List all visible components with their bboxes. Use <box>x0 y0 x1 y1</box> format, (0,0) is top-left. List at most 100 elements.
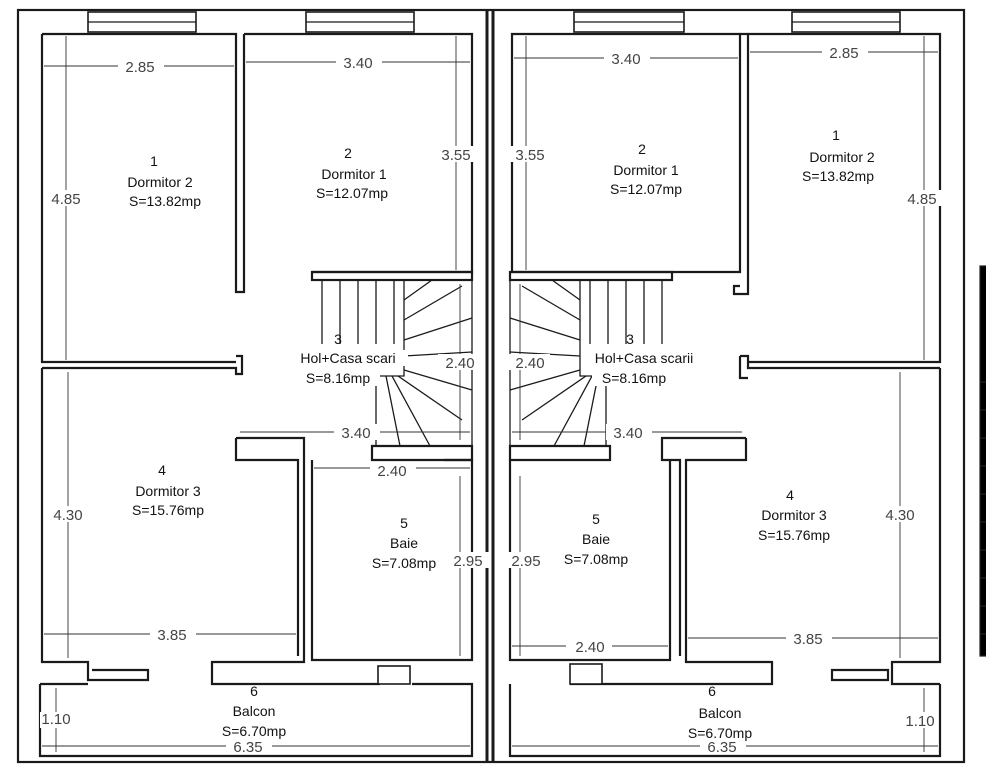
right-room6-name: Balcon <box>699 705 742 721</box>
right-room1-area: S=13.82mp <box>802 168 874 184</box>
right-room4-number: 4 <box>786 487 794 503</box>
left-stair-rail <box>310 270 474 282</box>
left-hall-width: 3.40 <box>341 425 370 442</box>
right-stair-rail <box>508 270 674 282</box>
right-room3-number: 3 <box>626 331 634 347</box>
left-d1-width: 2.85 <box>125 59 154 76</box>
left-room3-number: 3 <box>334 331 342 347</box>
right-balcony-door <box>830 668 890 682</box>
left-room4-name: Dormitor 3 <box>135 483 201 499</box>
right-d2-width: 3.40 <box>611 51 640 68</box>
legend-table-border <box>979 265 986 657</box>
right-bath-height: 2.95 <box>511 553 540 570</box>
legend-table-fragment <box>979 265 986 657</box>
right-bath-width: 2.40 <box>575 639 604 656</box>
left-stair-winder <box>403 317 473 341</box>
left-bath-width: 2.40 <box>377 463 406 480</box>
right-d1-height: 4.85 <box>907 191 936 208</box>
left-stair-winder <box>391 375 431 447</box>
left-d3-height: 4.30 <box>53 507 82 524</box>
right-bath-door <box>569 663 603 685</box>
right-d3-width: 3.85 <box>793 631 822 648</box>
right-room3-name: Hol+Casa scarii <box>595 350 693 366</box>
right-room2-area: S=12.07mp <box>610 181 682 197</box>
left-room6-name: Balcon <box>233 703 276 719</box>
left-balcony-width: 6.35 <box>233 739 262 756</box>
left-room2-area: S=12.07mp <box>316 185 388 201</box>
left-room4-area: S=15.76mp <box>132 502 204 518</box>
left-room6-area: S=6.70mp <box>222 723 286 739</box>
right-divider <box>738 356 748 380</box>
right-stair-winder <box>509 369 581 391</box>
left-room5-area: S=7.08mp <box>372 555 436 571</box>
right-room4-wall <box>890 368 942 686</box>
left-unit-walls <box>38 32 474 758</box>
left-room4-right-wall <box>210 436 380 686</box>
left-room3-area: S=8.16mp <box>306 370 370 386</box>
left-dimension-labels: 2.85 3.40 4.85 3.55 2.40 3.40 2.40 2.95 … <box>40 54 490 756</box>
left-hall-height: 2.40 <box>445 355 474 372</box>
outer-walls <box>16 8 966 764</box>
right-room3-area: S=8.16mp <box>602 370 666 386</box>
right-room5-name: Baie <box>582 531 610 547</box>
left-bath-height: 2.95 <box>453 553 482 570</box>
left-room4-wall <box>40 368 150 682</box>
left-room3-name: Hol+Casa scari <box>300 350 395 366</box>
left-room4-inner-wall <box>234 438 300 656</box>
left-stair-landing <box>370 444 474 462</box>
left-stair-winder <box>403 279 433 301</box>
left-stair-winder <box>403 285 463 321</box>
right-balcony-height: 1.10 <box>905 713 934 730</box>
right-balcony-wall <box>508 684 942 758</box>
right-room1-number: 1 <box>832 127 840 143</box>
right-d1-width: 2.85 <box>829 45 858 62</box>
right-stair-winder <box>551 279 581 301</box>
right-room4-top-wall <box>740 354 940 370</box>
right-room4-left-wall <box>570 438 774 686</box>
right-stair-winder <box>521 375 587 421</box>
right-stair-winder <box>509 317 581 341</box>
right-stair-winder <box>521 285 581 321</box>
right-room5-area: S=7.08mp <box>564 551 628 567</box>
right-room2-number: 2 <box>638 141 646 157</box>
right-room6-number: 6 <box>708 683 716 699</box>
right-dimension-labels: 3.40 2.85 3.55 4.85 2.40 3.40 2.95 2.40 … <box>506 44 944 756</box>
right-staircase <box>508 270 674 447</box>
right-room4-name: Dormitor 3 <box>761 507 827 523</box>
left-room6-number: 6 <box>250 683 258 699</box>
left-balcony-wall <box>38 682 474 758</box>
left-d2-width: 3.40 <box>343 55 372 72</box>
right-room4-area: S=15.76mp <box>758 527 830 543</box>
left-room1-name: Dormitor 2 <box>127 174 193 190</box>
left-room4-number: 4 <box>158 462 166 478</box>
right-room2-name: Dormitor 1 <box>613 162 679 178</box>
windows <box>87 11 901 33</box>
right-room4-inner-wall <box>660 436 746 656</box>
right-hall-width: 3.40 <box>613 425 642 442</box>
left-room2-number: 2 <box>344 145 352 161</box>
right-room1-left-wall <box>732 32 750 296</box>
left-stair-winder <box>397 375 463 421</box>
left-room4-top-wall <box>42 354 244 376</box>
right-d2-height: 3.55 <box>515 147 544 164</box>
left-balcony-height: 1.10 <box>41 711 70 728</box>
left-room1-wall <box>40 34 236 364</box>
right-hall-height: 2.40 <box>515 355 544 372</box>
left-room5-name: Baie <box>390 535 418 551</box>
left-room1-area: S=13.82mp <box>129 193 201 209</box>
left-d3-width: 3.85 <box>157 627 186 644</box>
right-d3-height: 4.30 <box>885 507 914 524</box>
left-d1-height: 4.85 <box>51 191 80 208</box>
left-stair-newel <box>375 280 405 446</box>
right-stair-landing <box>508 444 612 462</box>
left-room-labels: 1 Dormitor 2 S=13.82mp 2 Dormitor 1 S=12… <box>127 145 436 739</box>
left-stair-winder <box>403 369 473 391</box>
building-outline <box>16 8 966 764</box>
left-room2-name: Dormitor 1 <box>321 166 387 182</box>
right-room5-number: 5 <box>592 511 600 527</box>
right-room6-area: S=6.70mp <box>688 725 752 741</box>
right-room-labels: 2 Dormitor 1 S=12.07mp 1 Dormitor 2 S=13… <box>564 127 875 741</box>
left-bath-door <box>377 665 411 685</box>
right-balcony-width: 6.35 <box>707 739 736 756</box>
